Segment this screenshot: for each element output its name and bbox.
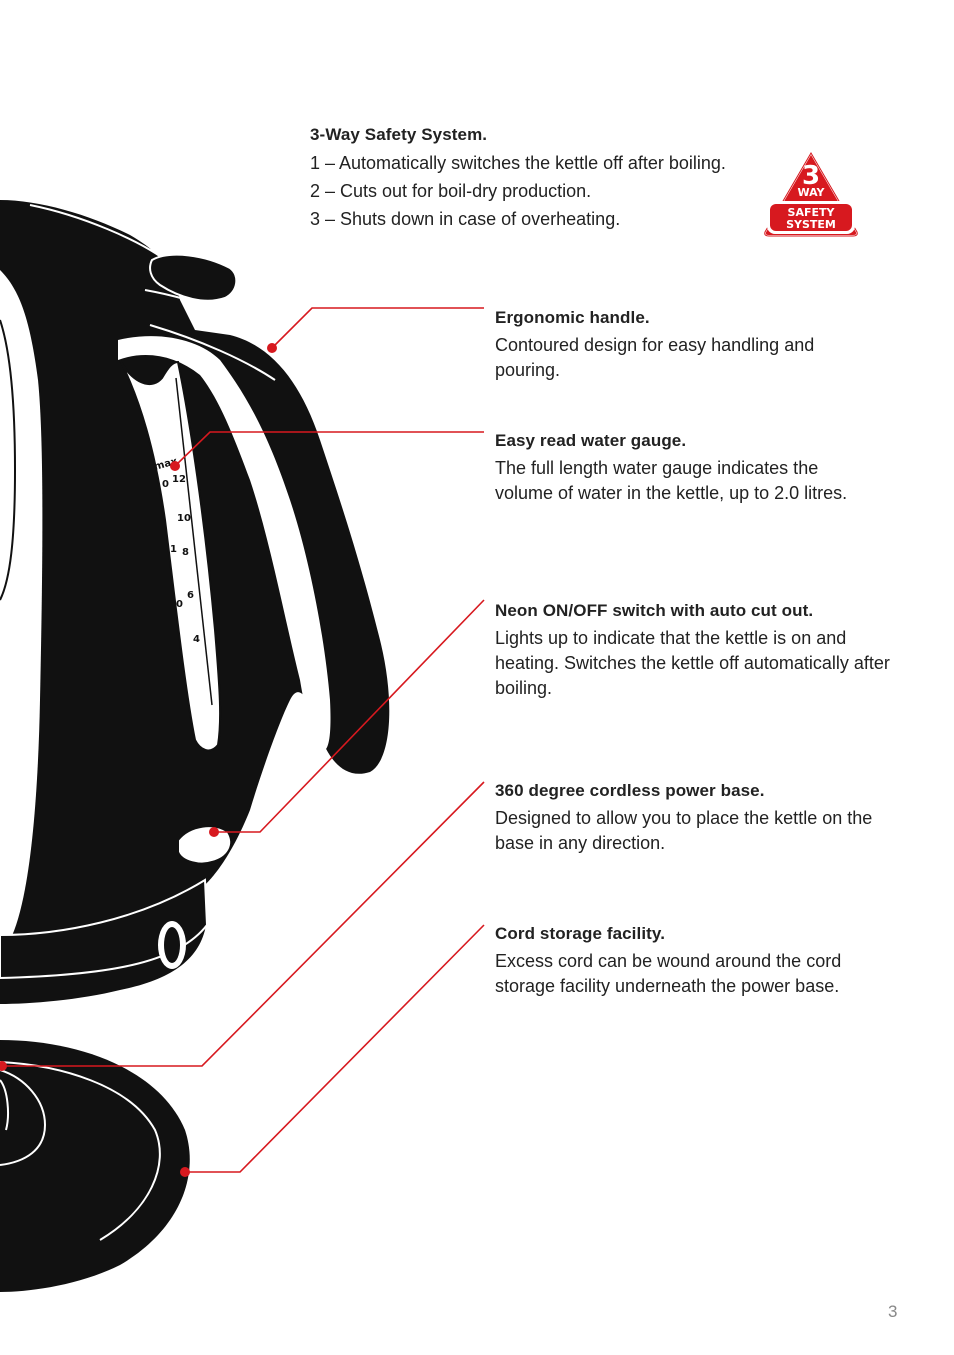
feature-body: The full length water gauge indicates th… <box>495 458 848 503</box>
safety-line: 1 – Automatically switches the kettle of… <box>310 153 726 173</box>
safety-system-block: 3-Way Safety System. 1 – Automatically s… <box>310 122 726 233</box>
gauge-right-mark: 8 <box>182 547 189 558</box>
gauge-right-mark: 10 <box>177 513 191 524</box>
gauge-right-mark: 4 <box>193 634 200 645</box>
callout-line-base <box>2 781 485 1067</box>
safety-line: 3 – Shuts down in case of overheating. <box>310 209 621 229</box>
badge-line1: SAFETY <box>788 206 836 219</box>
feature-body: Designed to allow you to place the kettl… <box>495 808 873 853</box>
gauge-left-mark: 0 <box>176 599 183 610</box>
badge-line2: SYSTEM <box>786 218 836 231</box>
feature-body: Lights up to indicate that the kettle is… <box>495 628 890 698</box>
gauge-right-mark: 12 <box>172 474 186 485</box>
feature-title: 360 degree cordless power base. <box>495 781 765 800</box>
kettle-body <box>0 200 390 1004</box>
badge-number: 3 <box>802 161 820 191</box>
gauge-left-mark: 0 <box>162 479 169 490</box>
feature-title: Neon ON/OFF switch with auto cut out. <box>495 601 814 620</box>
feature-title: Easy read water gauge. <box>495 431 687 450</box>
feature-handle: Ergonomic handle. Contoured design for e… <box>495 305 865 383</box>
water-gauge-marks: max 0 12 10 1 8 0 6 4 <box>153 456 200 645</box>
callout-dots <box>0 343 277 1177</box>
feature-power-base: 360 degree cordless power base. Designed… <box>495 778 885 856</box>
feature-title: Ergonomic handle. <box>495 308 650 327</box>
callout-line-handle <box>271 307 484 349</box>
feature-water-gauge: Easy read water gauge. The full length w… <box>495 428 865 506</box>
gauge-left-mark: 1 <box>170 544 177 555</box>
gauge-right-mark: 6 <box>187 590 194 601</box>
callout-lines <box>2 307 485 1173</box>
feature-cord-storage: Cord storage facility. Excess cord can b… <box>495 921 885 999</box>
page-number: 3 <box>888 1302 898 1321</box>
feature-body: Excess cord can be wound around the cord… <box>495 951 842 996</box>
feature-title: Cord storage facility. <box>495 924 666 943</box>
safety-system-badge: 3 WAY SAFETY SYSTEM <box>763 151 859 237</box>
safety-title: 3-Way Safety System. <box>310 125 488 144</box>
callout-line-cord <box>185 924 485 1173</box>
callout-line-gauge <box>174 431 484 467</box>
callout-line-switch <box>214 599 485 833</box>
feature-switch: Neon ON/OFF switch with auto cut out. Li… <box>495 598 895 701</box>
power-base <box>0 1040 190 1292</box>
badge-word: WAY <box>797 186 825 199</box>
feature-body: Contoured design for easy handling and p… <box>495 335 815 380</box>
safety-line: 2 – Cuts out for boil-dry production. <box>310 181 592 201</box>
